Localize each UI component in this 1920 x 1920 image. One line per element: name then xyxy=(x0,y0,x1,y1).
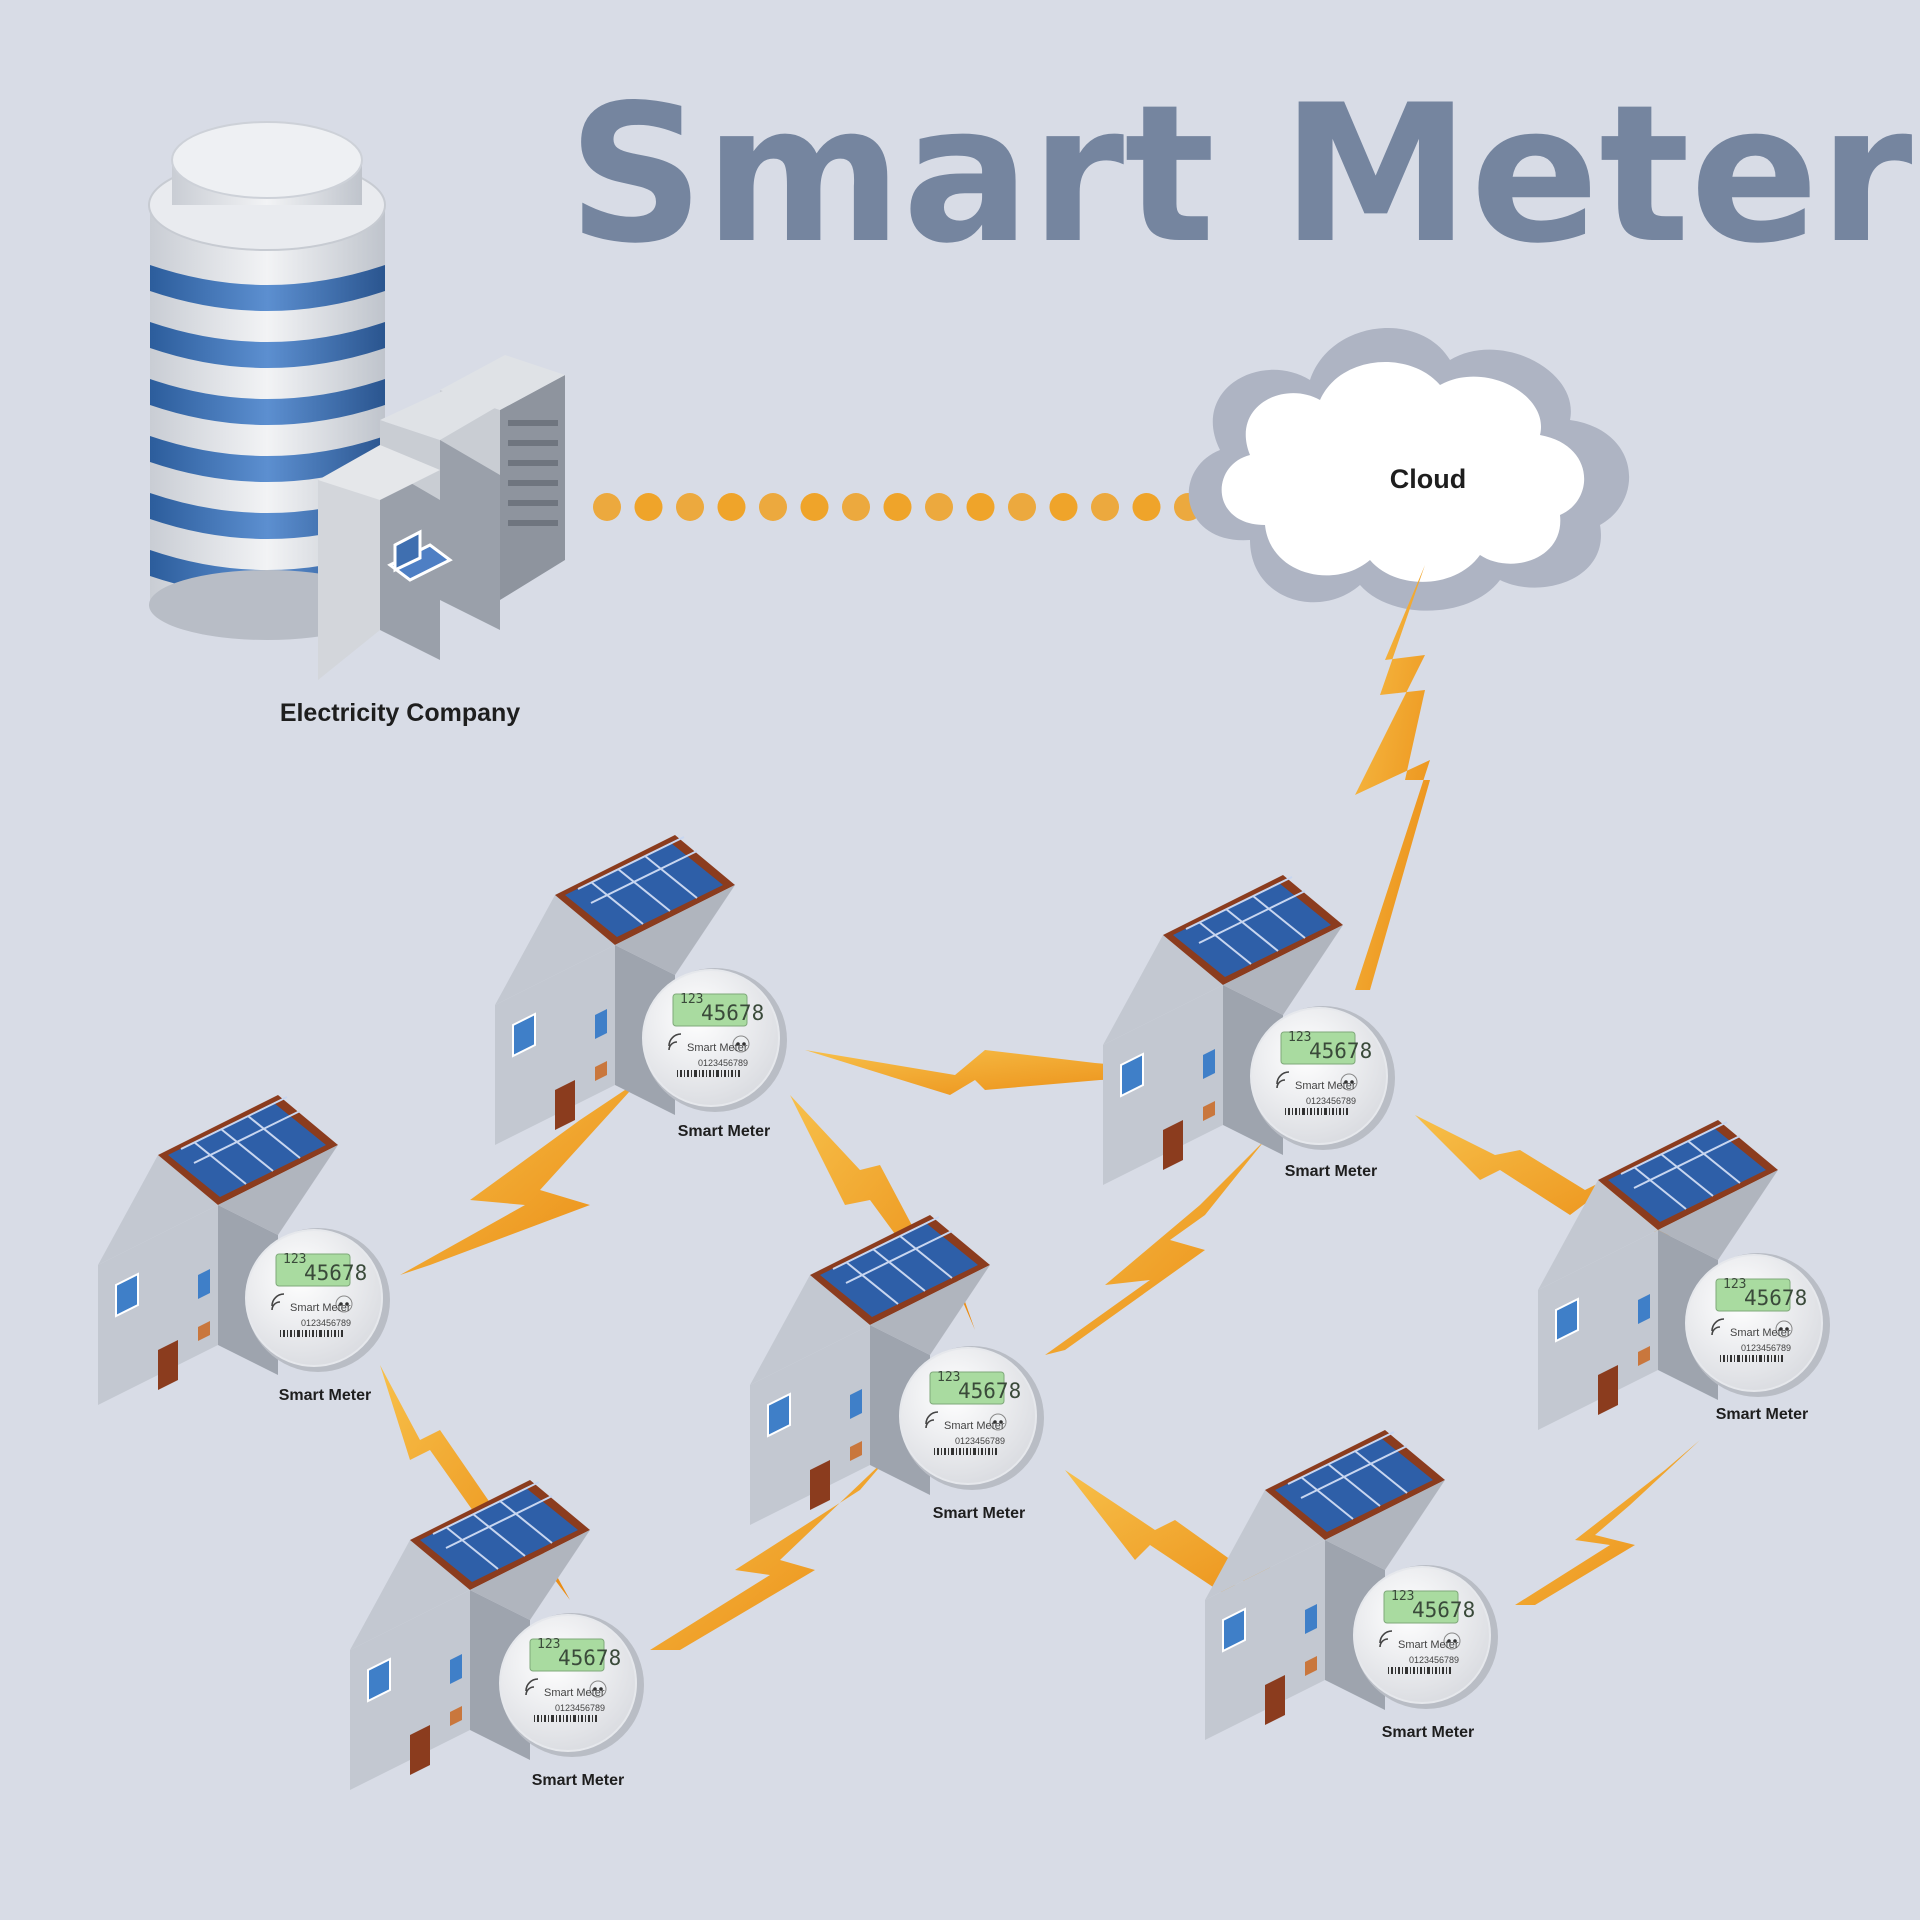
meter-display-top: 123 xyxy=(937,1370,960,1385)
smart-meter-label: Smart Meter xyxy=(1382,1724,1474,1741)
meter-serial: 0123456789 xyxy=(1306,1096,1356,1106)
meter-face-label: Smart Meter xyxy=(1398,1639,1459,1651)
connection-dot xyxy=(1132,493,1161,521)
meter-display-main: 45678 xyxy=(1309,1039,1372,1063)
connection-dot xyxy=(1008,493,1036,521)
smart-meter-label: Smart Meter xyxy=(532,1772,624,1789)
database-band xyxy=(150,379,385,425)
lightning-link-9 xyxy=(1515,1440,1700,1605)
connection-dot xyxy=(883,493,912,521)
connection-dot xyxy=(966,493,995,521)
lightning-link-5 xyxy=(1415,1115,1680,1245)
connection-dot xyxy=(593,493,621,521)
meter-face-label: Smart Meter xyxy=(544,1687,605,1699)
meter-display-top: 123 xyxy=(537,1637,560,1652)
dotted-connection xyxy=(593,493,1244,521)
database-band xyxy=(150,322,385,368)
smart-meter-label: Smart Meter xyxy=(279,1387,371,1404)
connection-dot xyxy=(925,493,953,521)
server-rack-icon xyxy=(318,355,565,680)
meter-face-label: Smart Meter xyxy=(1295,1080,1356,1092)
connection-dot xyxy=(800,493,829,521)
connection-dot xyxy=(676,493,704,521)
wireless-links xyxy=(380,565,1700,1650)
connection-dot xyxy=(717,493,746,521)
meter-display-main: 45678 xyxy=(1744,1286,1807,1310)
meter-display-main: 45678 xyxy=(701,1001,764,1025)
home-node-7: 123 45678 Smart Meter 0123456789 Smart M… xyxy=(1204,1429,1499,1741)
smart-meter-label: Smart Meter xyxy=(678,1123,770,1140)
home-node-3: 123 45678 Smart Meter 0123456789 Smart M… xyxy=(97,1094,391,1406)
home-node-2: 123 45678 Smart Meter 0123456789 Smart M… xyxy=(1102,874,1396,1186)
meter-display-top: 123 xyxy=(1288,1030,1311,1045)
meter-face-label: Smart Meter xyxy=(1730,1327,1791,1339)
lightning-link-6 xyxy=(380,1365,570,1600)
home-node-4: 123 45678 Smart Meter 0123456789 Smart M… xyxy=(749,1214,1045,1526)
home-node-5: 123 45678 Smart Meter 0123456789 Smart M… xyxy=(1537,1119,1831,1431)
meter-display-main: 45678 xyxy=(1412,1598,1475,1622)
meter-face-label: Smart Meter xyxy=(944,1420,1005,1432)
meter-display-top: 123 xyxy=(1391,1589,1414,1604)
connection-dot xyxy=(1049,493,1078,521)
connection-dot xyxy=(1091,493,1119,521)
home-node-1: 123 45678 Smart Meter 0123456789 Smart M… xyxy=(494,834,788,1146)
smart-meter-label: Smart Meter xyxy=(1716,1406,1808,1423)
meter-display-top: 123 xyxy=(680,992,703,1007)
meter-display-top: 123 xyxy=(283,1252,306,1267)
meter-serial: 0123456789 xyxy=(555,1703,605,1713)
meter-serial: 0123456789 xyxy=(1741,1343,1791,1353)
database-icon xyxy=(148,121,386,640)
meter-display-main: 45678 xyxy=(558,1646,621,1670)
connection-dot xyxy=(634,493,663,521)
cloud-label: Cloud xyxy=(1390,464,1466,494)
meter-serial: 0123456789 xyxy=(955,1436,1005,1446)
meter-face-label: Smart Meter xyxy=(290,1302,351,1314)
meter-display-top: 123 xyxy=(1723,1277,1746,1292)
lightning-link-4 xyxy=(1045,1140,1265,1355)
lightning-link-2 xyxy=(400,1080,640,1275)
meter-serial: 0123456789 xyxy=(1409,1655,1459,1665)
meter-serial: 0123456789 xyxy=(698,1058,748,1068)
connection-dot xyxy=(759,493,787,521)
connection-dot xyxy=(842,493,870,521)
electricity-company-label: Electricity Company xyxy=(280,699,520,727)
meter-serial: 0123456789 xyxy=(301,1318,351,1328)
smart-meter-label: Smart Meter xyxy=(933,1505,1025,1522)
home-node-6: 123 45678 Smart Meter 0123456789 Smart M… xyxy=(349,1479,645,1791)
database-band xyxy=(150,265,385,311)
database-band xyxy=(150,436,385,482)
page-title: Smart Meter xyxy=(567,64,1912,285)
cloud-icon xyxy=(1188,327,1630,611)
lightning-cloud-to-meter xyxy=(1355,565,1430,990)
meter-display-main: 45678 xyxy=(958,1379,1021,1403)
lightning-link-1 xyxy=(805,1050,1235,1095)
meter-face-label: Smart Meter xyxy=(687,1042,748,1054)
smart-meter-label: Smart Meter xyxy=(1285,1163,1377,1180)
meter-display-main: 45678 xyxy=(304,1261,367,1285)
lightning-link-7 xyxy=(650,1455,890,1650)
